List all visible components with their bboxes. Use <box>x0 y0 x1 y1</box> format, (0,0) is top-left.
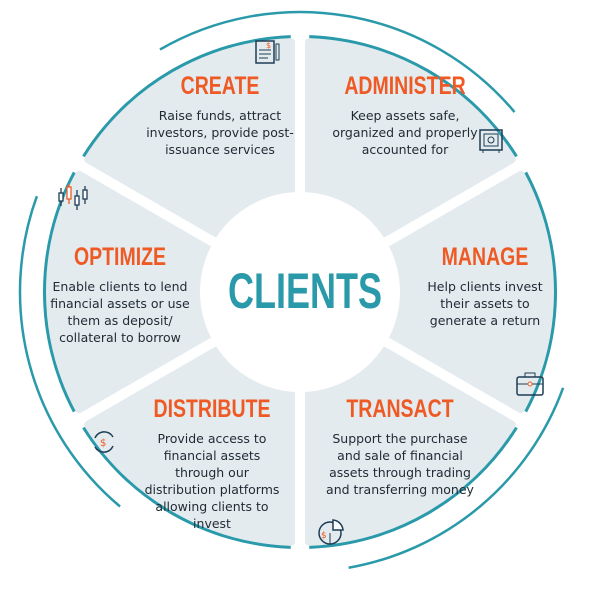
dollar-cycle-icon: $ <box>94 431 114 453</box>
segment-text: Keep assets safe, organized and properly… <box>332 108 478 157</box>
segment-text: Support the purchase and sale of financi… <box>326 431 474 497</box>
candlestick-icon <box>58 184 88 210</box>
pie-chart-dollar-icon: $ <box>318 519 344 545</box>
segment-text: Enable clients to lend financial assets … <box>50 279 190 345</box>
segment-title: ADMINISTER <box>344 72 466 100</box>
outer-accent-arc <box>348 387 565 569</box>
segment-shape-manage <box>386 170 554 414</box>
segment-distribute: DISTRIBUTE Provide access to financial a… <box>122 395 302 532</box>
outer-accent-arc <box>18 195 121 508</box>
segment-manage: MANAGE Help clients invest their assets … <box>395 243 575 329</box>
document-dollar-icon: $ <box>255 40 280 64</box>
segment-text: Provide access to financial assets throu… <box>144 431 280 531</box>
segment-title: MANAGE <box>441 243 529 271</box>
svg-text:$: $ <box>321 531 327 541</box>
segment-transact: TRANSACT Support the purchase and sale o… <box>310 395 490 498</box>
center-circle <box>200 192 400 392</box>
outer-accent-arc <box>159 10 516 113</box>
segment-administer: ADMINISTER Keep assets safe, organized a… <box>315 72 495 158</box>
briefcase-icon <box>516 372 544 396</box>
safe-icon <box>479 129 503 153</box>
svg-text:$: $ <box>266 41 271 50</box>
center-label: CLIENTS <box>228 263 383 319</box>
segment-title: OPTIMIZE <box>73 243 167 271</box>
segment-text: Help clients invest their assets to gene… <box>427 279 543 328</box>
segment-title: TRANSACT <box>346 395 454 423</box>
segment-optimize: OPTIMIZE Enable clients to lend financia… <box>30 243 210 346</box>
segment-create: CREATE Raise funds, attract investors, p… <box>130 72 310 158</box>
segment-title: DISTRIBUTE <box>153 395 271 423</box>
segment-text: Raise funds, attract investors, provide … <box>146 108 294 157</box>
svg-text:$: $ <box>100 438 106 449</box>
segment-title: CREATE <box>180 72 260 100</box>
